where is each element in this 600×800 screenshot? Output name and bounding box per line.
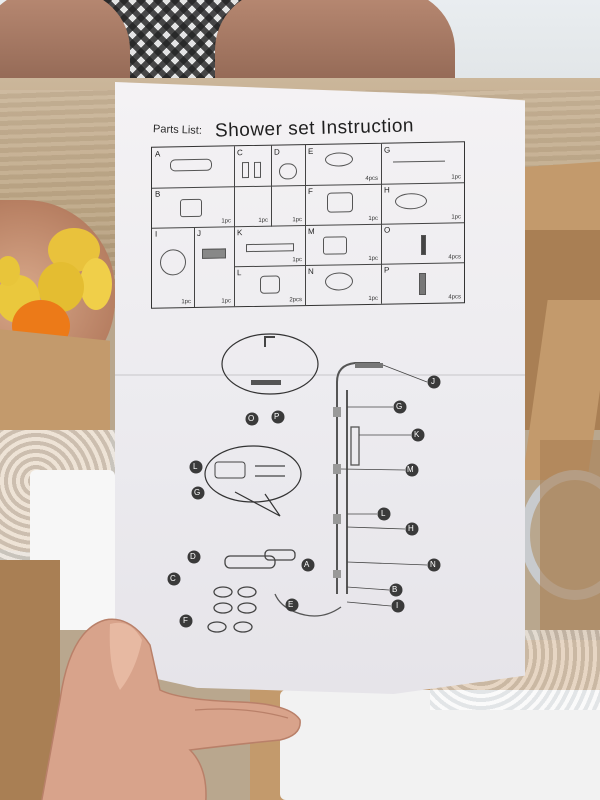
lemon (80, 258, 112, 310)
callout-k: K (411, 428, 425, 447)
detail-bubble-top (221, 333, 319, 395)
callout-n: N (427, 558, 441, 577)
instruction-sheet: Parts List: Shower set Instruction A C D… (115, 82, 525, 694)
lemon (0, 256, 20, 286)
callout-i: I (391, 599, 405, 618)
callout-h: H (405, 522, 419, 541)
callout-label: B (392, 585, 398, 594)
assembly-diagram (204, 333, 428, 633)
callout-label: P (274, 412, 280, 421)
callout-label: I (396, 601, 399, 610)
callout-label: D (190, 552, 196, 561)
callout-j: J (427, 375, 441, 394)
callout-label: E (288, 600, 294, 609)
callout-b: B (389, 583, 403, 602)
callout-label: C (170, 574, 176, 583)
callout-label: G (396, 402, 403, 411)
callout-g: G (393, 400, 407, 419)
callout-label: A (304, 560, 310, 569)
hand (41, 618, 301, 800)
callout-g-detail: G (191, 486, 205, 505)
leader-lines (340, 364, 428, 607)
callout-e: E (285, 598, 299, 617)
callout-label: K (414, 430, 420, 439)
callout-l: L (377, 507, 391, 526)
callout-a: A (301, 558, 315, 577)
callout-d: D (187, 550, 201, 569)
callout-l-detail: L (189, 460, 203, 479)
paper-fold-line (115, 374, 525, 376)
callout-p: P (271, 410, 285, 429)
detail-bubble-middle (204, 445, 302, 517)
callout-label: J (431, 377, 435, 386)
callout-label: F (183, 616, 188, 625)
callout-label: M (407, 465, 414, 474)
shower-column (274, 362, 383, 617)
callout-label: L (381, 509, 386, 518)
callout-f: F (179, 614, 193, 633)
callout-label: G (194, 488, 201, 497)
callout-label: H (408, 524, 414, 533)
valve-assembly (207, 549, 296, 633)
callout-m: M (405, 463, 419, 482)
callout-c: C (167, 572, 181, 591)
callout-label: L (193, 462, 198, 471)
callout-o: O (245, 412, 259, 431)
box-inner-right (540, 440, 600, 640)
callout-label: O (248, 414, 255, 423)
callout-label: N (430, 560, 436, 569)
